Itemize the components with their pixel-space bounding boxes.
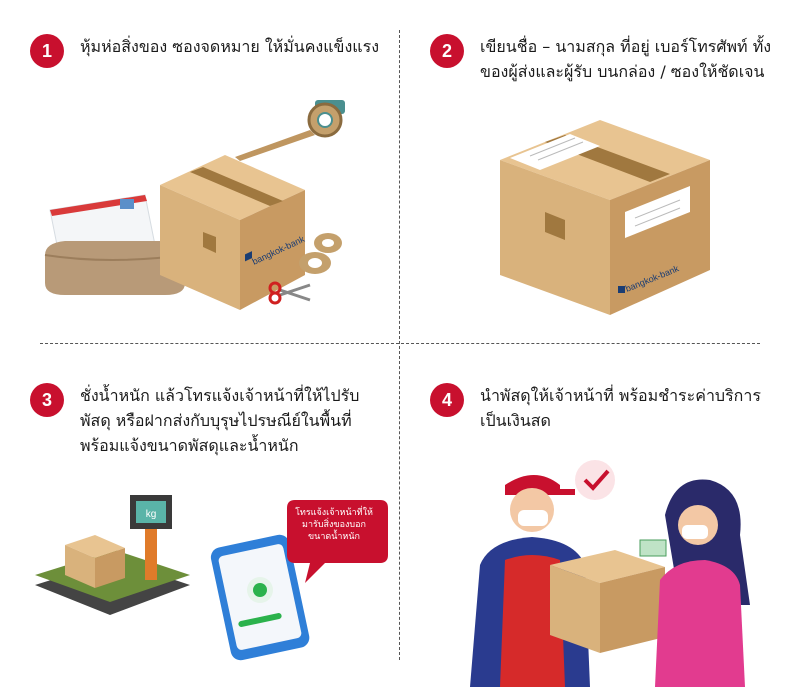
tape-dispenser-icon [235, 100, 345, 161]
weighing-scale-icon: kg [35, 495, 190, 615]
step-1-text: หุ้มห่อสิ่งของ ซองจดหมาย ให้มั่นคงแข็งแร… [80, 37, 379, 56]
scale-unit-label: kg [146, 509, 157, 520]
smartphone-icon [210, 534, 310, 661]
customer-person-icon [639, 479, 750, 687]
courier-person-icon [470, 475, 590, 687]
tape-roll-icon [299, 233, 342, 274]
parcel-box-icon [550, 550, 665, 653]
step-3-panel: 3 ชั่งน้ำหนัก แล้วโทรแจ้งเจ้าหน้าที่ให้ไ… [0, 345, 400, 690]
step-2-panel: 2 เขียนชื่อ – นามสกุล ที่อยู่ เบอร์โทรศั… [400, 0, 800, 345]
step-3-badge: 3 [30, 383, 64, 417]
speech-bubble [287, 500, 388, 583]
step-4-text: นำพัสดุให้เจ้าหน้าที่ พร้อมชำระค่าบริการ… [480, 386, 761, 430]
labeled-box-icon: bangkok-bank [500, 120, 710, 315]
cardboard-box-icon: bangkok-bank [160, 155, 307, 310]
scale-illustration: kg [35, 495, 190, 615]
step-4-panel: 4 นำพัสดุให้เจ้าหน้าที่ พร้อมชำระค่าบริก… [400, 345, 800, 690]
step-2-text: เขียนชื่อ – นามสกุล ที่อยู่ เบอร์โทรศัพท… [480, 37, 772, 81]
checkmark-icon [575, 460, 615, 500]
phone-bubble-text: โทรแจ้งเจ้าหน้าที่ให้มารับสิ่งของบอกขนาด… [295, 508, 373, 542]
step-4-badge: 4 [430, 383, 464, 417]
packing-illustration: bangkok-bank [44, 100, 345, 310]
step-2-badge: 2 [430, 34, 464, 68]
delivery-illustration [470, 460, 750, 687]
step-3-text: ชั่งน้ำหนัก แล้วโทรแจ้งเจ้าหน้าที่ให้ไปร… [80, 386, 360, 455]
vertical-divider [399, 30, 400, 660]
phone-illustration [210, 534, 310, 661]
scissors-icon [268, 281, 311, 305]
horizontal-divider [40, 343, 760, 344]
step-1-panel: 1 หุ้มห่อสิ่งของ ซองจดหมาย ให้มั่นคงแข็ง… [0, 0, 400, 345]
step-1-badge: 1 [30, 34, 64, 68]
labeled-box-illustration: bangkok-bank [500, 120, 710, 315]
